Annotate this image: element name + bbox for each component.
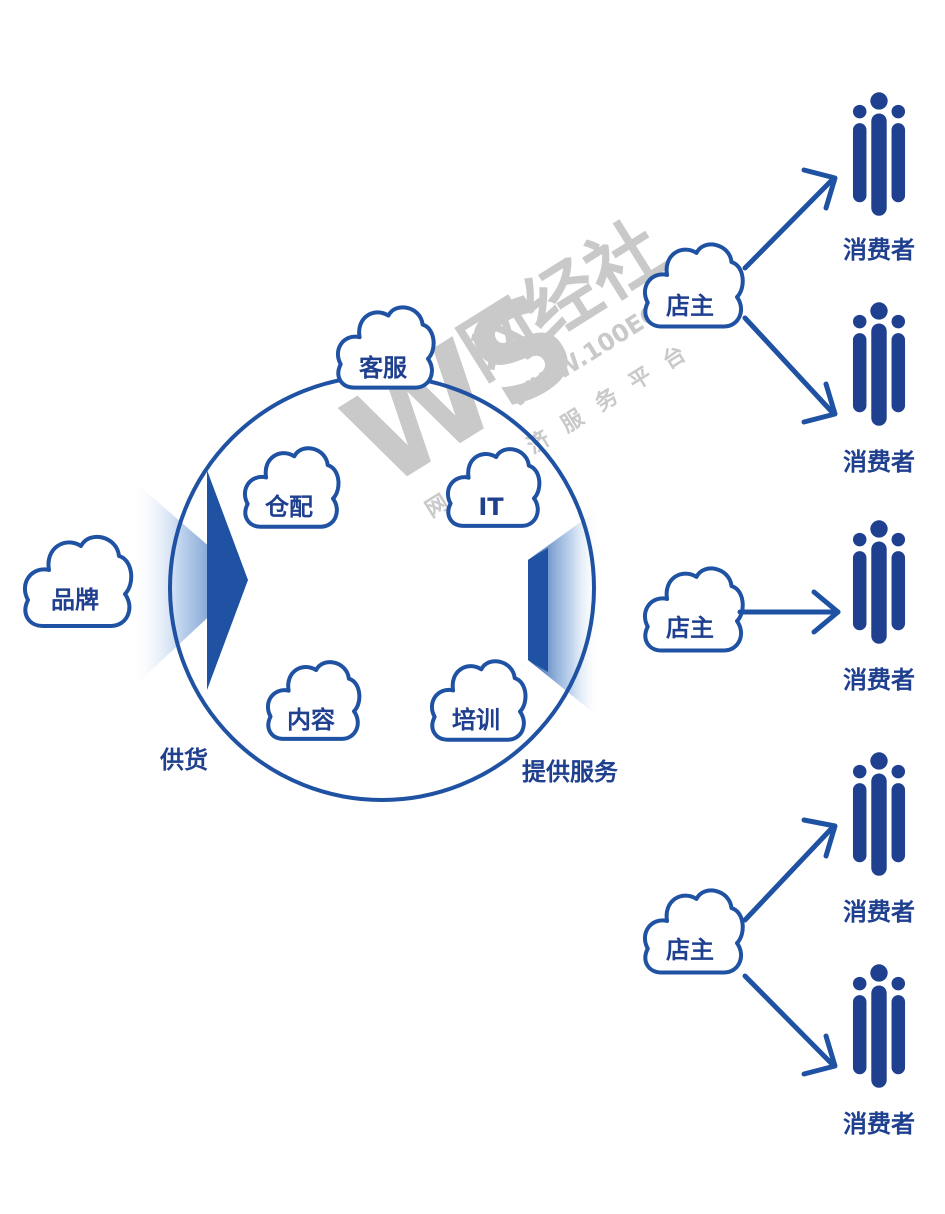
warehouse-label: 仓配 [264, 493, 313, 521]
brand-label: 品牌 [51, 586, 99, 614]
consumer-label: 消费者 [843, 898, 915, 926]
customer-service-label: 客服 [359, 354, 408, 382]
service-wedge [528, 508, 600, 718]
brand-node: 品牌 [25, 537, 131, 626]
it-label: IT [478, 493, 504, 521]
people-icon [852, 964, 906, 1088]
arrow-shop3-consumer4 [742, 817, 838, 923]
content-node: 内容 [268, 662, 359, 739]
supply-label: 供货 [159, 746, 208, 774]
consumer-node-3: 消费者 [843, 520, 915, 694]
consumer-node-2: 消费者 [843, 302, 915, 476]
arrow-shop1-consumer2 [742, 315, 838, 425]
people-icon [852, 302, 906, 426]
consumer-label: 消费者 [843, 1110, 915, 1138]
shop-owner-label: 店主 [666, 292, 714, 320]
shop-owner-node-2: 店主 [645, 568, 743, 650]
people-icon [852, 520, 906, 644]
consumer-node-5: 消费者 [843, 964, 915, 1138]
training-label: 培训 [452, 706, 500, 734]
shop-owner-node-1: 店主 [645, 244, 743, 326]
people-icon [852, 752, 906, 876]
consumer-label: 消费者 [843, 666, 915, 694]
consumer-node-1: 消费者 [843, 92, 915, 264]
shop-owner-label: 店主 [666, 614, 714, 642]
content-label: 内容 [287, 706, 335, 734]
provide-service-label: 提供服务 [522, 758, 619, 786]
it-node: IT [448, 449, 539, 526]
arrows [737, 167, 841, 1077]
arrow-shop1-consumer1 [742, 167, 838, 271]
warehouse-node: 仓配 [245, 448, 339, 526]
shop-owner-node-3: 店主 [645, 890, 743, 972]
training-node: 培训 [432, 661, 526, 739]
arrow-shop2-consumer3 [737, 589, 841, 635]
shop-owner-label: 店主 [666, 936, 714, 964]
consumer-node-4: 消费者 [843, 752, 915, 926]
arrow-shop3-consumer5 [742, 973, 838, 1077]
consumer-label: 消费者 [843, 236, 915, 264]
customer-service-node: 客服 [338, 307, 434, 387]
consumer-label: 消费者 [843, 448, 915, 476]
supply-wedge [130, 470, 248, 690]
people-icon [852, 92, 906, 216]
